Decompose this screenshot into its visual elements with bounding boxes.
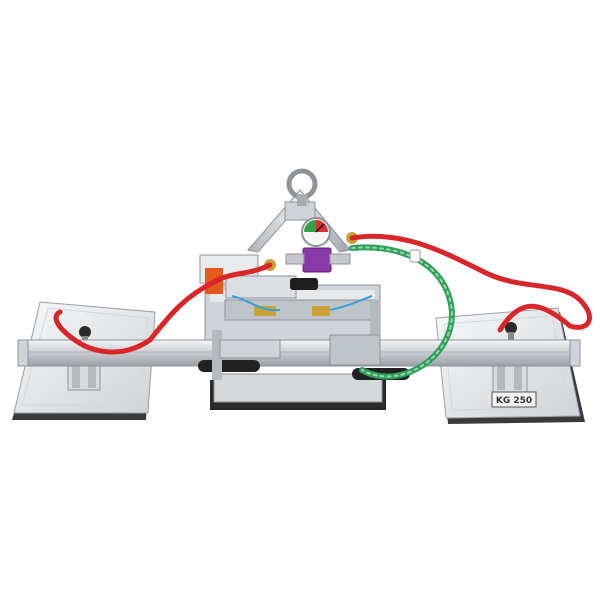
center-suction-pad: [198, 360, 410, 410]
blue-tube: [231, 295, 281, 312]
purple-valve: [264, 232, 358, 273]
product-label-plate: KG 250: [491, 391, 537, 408]
vacuum-gauge: [301, 217, 331, 247]
vacuum-generator: [199, 254, 381, 366]
pad-knob-right: [505, 322, 517, 334]
handle-left: [198, 360, 260, 372]
product-label-text: KG 250: [496, 396, 532, 406]
red-hose: [53, 233, 592, 355]
pad-knob-left: [79, 326, 91, 338]
brass-fitting: [254, 306, 276, 316]
hose-clip: [409, 249, 421, 263]
